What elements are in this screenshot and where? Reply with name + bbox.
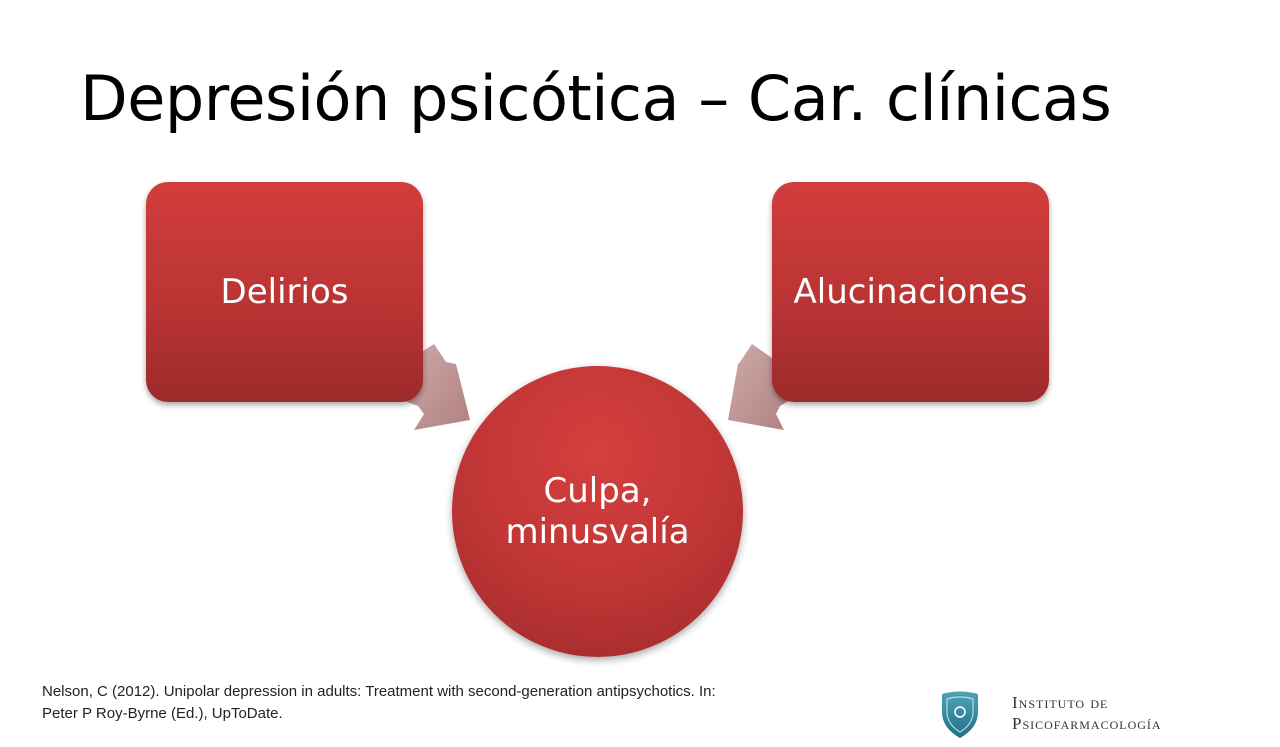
citation: Nelson, C (2012). Unipolar depression in… (42, 681, 716, 725)
center-label-line1: Culpa, (543, 470, 652, 511)
citation-line1: Nelson, C (2012). Unipolar depression in… (42, 683, 716, 700)
node-alucinaciones-label: Alucinaciones (793, 272, 1028, 312)
center-label-line2: minusvalía (505, 511, 690, 552)
shield-icon (942, 691, 978, 738)
node-culpa-minusvalia: Culpa, minusvalía (452, 366, 743, 657)
node-delirios: Delirios (146, 182, 423, 402)
logo-line2: Psicofarmacología (1012, 714, 1162, 733)
citation-line2: Peter P Roy-Byrne (Ed.), UpToDate. (42, 705, 283, 722)
slide-title: Depresión psicótica – Car. clínicas (80, 62, 1112, 135)
node-delirios-label: Delirios (220, 272, 349, 312)
institute-logo-text: Instituto de Psicofarmacología (1012, 692, 1162, 734)
logo-line1: Instituto de (1012, 693, 1109, 712)
node-alucinaciones: Alucinaciones (772, 182, 1049, 402)
